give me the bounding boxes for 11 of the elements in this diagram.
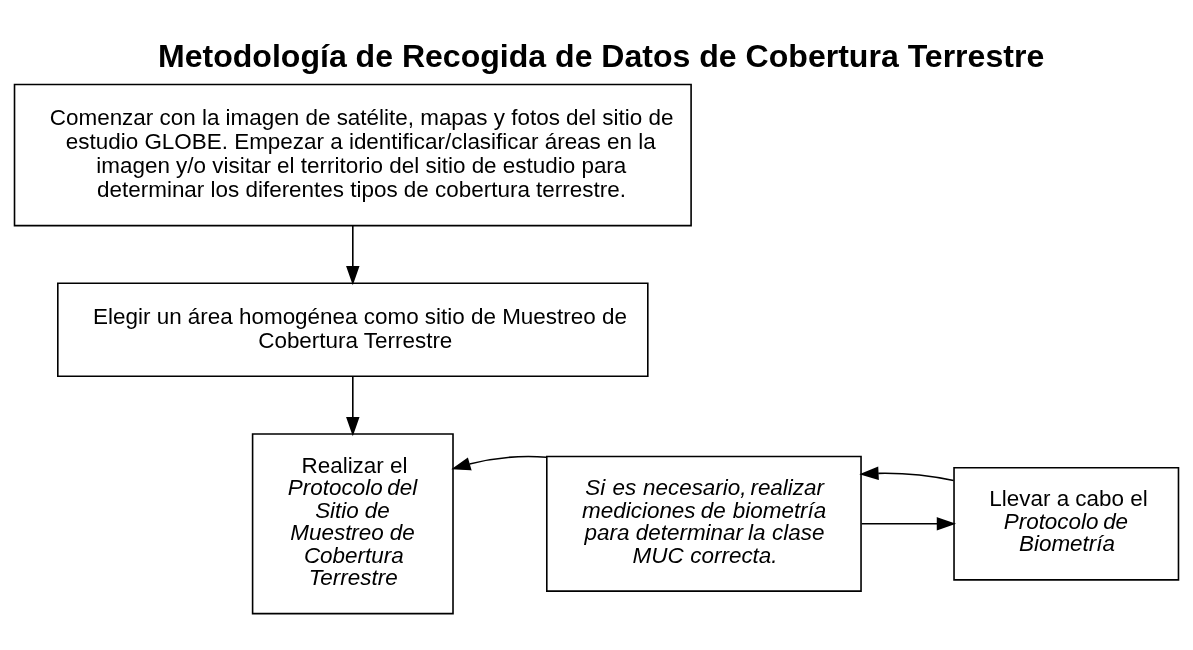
arrow [860,517,957,531]
node-box: Elegir un área homogénea como sitio de Muestreo de Cobertura Terrestre [57,282,649,378]
node-box: Llevar a cabo el Protocolo de Biometría [953,466,1180,581]
node-box: Realizar el Protocolo del Sitio de Muestreo de Cobertura Terrestre [251,433,454,615]
arrow [451,455,548,471]
diagram-title: Metodología de Recogida de Datos de Cobertura Terrestre [158,37,1045,74]
arrow [859,466,955,482]
arrow [346,375,360,437]
arrow [346,225,360,286]
node-box: Comenzar con la imagen de satélite, mapas y fotos del sitio de estudio GLOBE. Empezar a identificar/clasificar áreas en la imagen y/o visitar el territorio del sitio de estudio para determinar los diferentes tipos de cobertura terrestre. [13,83,692,227]
node-box: Si es necesario, realizar mediciones de biometría para determinar la clase MUC correcta. [546,455,862,592]
